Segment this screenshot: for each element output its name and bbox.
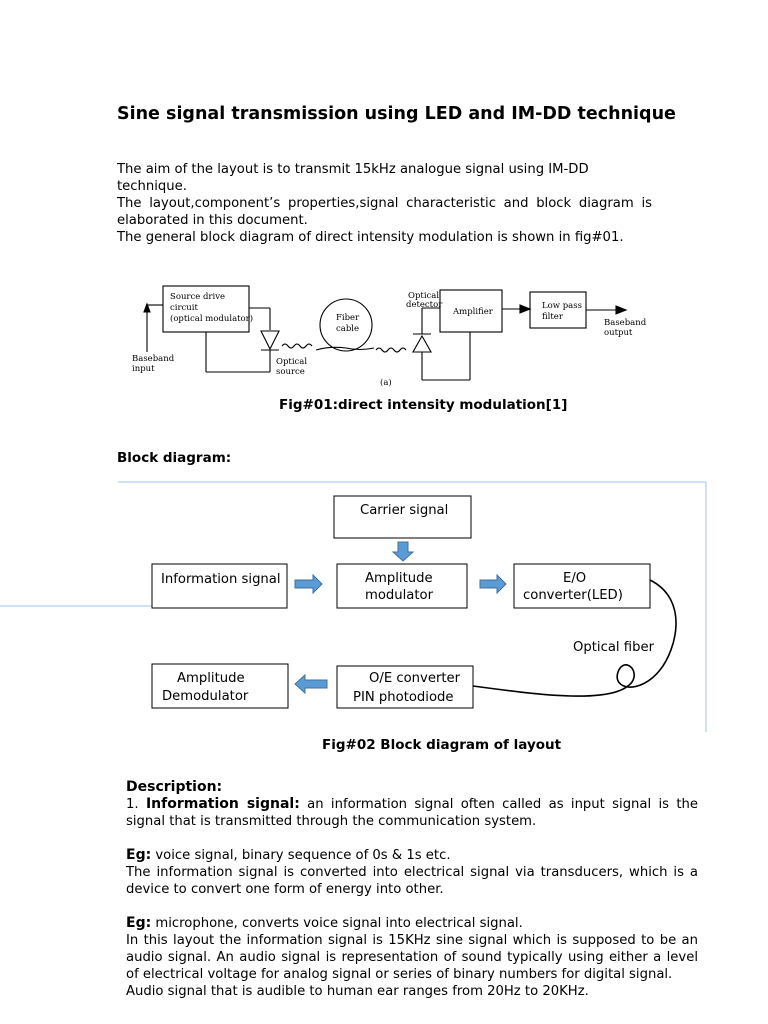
label-information-signal: Information signal	[161, 572, 281, 587]
document-title: Sine signal transmission using LED and I…	[117, 104, 676, 124]
label-baseband-output-1: Baseband	[604, 318, 647, 328]
fig2-diagram: Carrier signal Information signal Amplit…	[0, 481, 707, 732]
intro-line-1: The aim of the layout is to transmit 15k…	[117, 162, 589, 194]
intro-paragraph: The aim of the layout is to transmit 15k…	[117, 161, 652, 246]
example-label: Eg:	[126, 847, 152, 863]
paragraph-audible-range: Audio signal that is audible to human ea…	[126, 984, 589, 999]
intro-line-3: The general block diagram of direct inte…	[117, 230, 624, 245]
label-detector-1: Optical	[408, 291, 439, 301]
fig2-caption: Fig#02 Block diagram of layout	[322, 737, 562, 753]
label-baseband-input-1: Baseband	[132, 354, 175, 364]
example-label: Eg:	[126, 915, 152, 931]
baseband-input-arrow	[143, 302, 151, 313]
led-diode-icon	[260, 330, 280, 351]
item-term: Information signal:	[145, 796, 300, 812]
down-arrow-icon	[391, 541, 415, 562]
intro-line-2: The layout,component’s properties,signal…	[117, 196, 652, 211]
carrier-signal-box	[333, 495, 472, 539]
label-fiber-2: cable	[336, 324, 359, 334]
fig1-diagram: Source drive circuit (optical modulator)…	[132, 285, 647, 388]
intro-line-2-continued: elaborated in this document.	[117, 213, 308, 228]
example-1: Eg: voice signal, binary sequence of 0s …	[126, 847, 698, 864]
label-fiber-1: Fiber	[336, 313, 360, 323]
example-text: microphone, converts voice signal into e…	[151, 916, 523, 931]
photodiode-icon	[412, 334, 432, 353]
label-lpf-2: filter	[542, 312, 564, 322]
oe-converter-box	[336, 665, 474, 709]
amplifier-box	[439, 289, 503, 333]
label-source-drive-3: (optical modulator)	[170, 313, 253, 324]
label-demodulator-2: Demodulator	[162, 689, 249, 704]
right-arrow-icon	[479, 573, 507, 595]
paragraph-audio-signal: In this layout the information signal is…	[126, 933, 698, 982]
label-source-drive-2: circuit	[170, 303, 198, 313]
label-oe-2: PIN photodiode	[353, 690, 454, 705]
fig1-caption: Fig#01:direct intensity modulation[1]	[279, 397, 568, 413]
label-demodulator-1: Amplitude	[177, 671, 245, 686]
label-optical-source-1: Optical	[276, 357, 307, 367]
block-diagram-heading: Block diagram:	[117, 450, 232, 466]
description-item-1: 1. Information signal: an information si…	[126, 796, 698, 830]
label-amplitude-modulator-1: Amplitude	[365, 571, 433, 586]
label-oe-1: O/E converter	[369, 671, 461, 686]
information-signal-box	[151, 563, 288, 609]
description-heading: Description:	[126, 779, 223, 795]
label-source-drive-1: Source drive	[170, 292, 225, 302]
example-2: Eg: microphone, converts voice signal in…	[126, 915, 698, 932]
optical-fiber-curve	[472, 579, 677, 697]
label-baseband-output-2: output	[604, 328, 633, 338]
label-carrier-signal: Carrier signal	[360, 503, 448, 518]
label-sub-a: (a)	[380, 377, 392, 388]
left-arrow-icon	[294, 673, 328, 695]
item-number: 1.	[126, 797, 139, 812]
fiber-coil-icon	[319, 298, 373, 352]
label-detector-2: detector	[406, 300, 443, 310]
label-lpf-1: Low pass	[542, 301, 582, 311]
amplitude-modulator-box	[336, 563, 468, 609]
item-text: an information signal often called as in…	[126, 797, 698, 829]
right-arrow-icon	[294, 573, 323, 595]
label-eo-1: E/O	[563, 571, 586, 586]
label-baseband-input-2: input	[132, 364, 155, 374]
label-amplitude-modulator-2: modulator	[365, 588, 434, 603]
label-optical-source-2: source	[276, 367, 305, 377]
paragraph-transducers: The information signal is converted into…	[126, 865, 698, 897]
description-section: Description: 1. Information signal: an i…	[126, 779, 698, 1000]
example-text: voice signal, binary sequence of 0s & 1s…	[151, 848, 451, 863]
label-optical-fiber: Optical fiber	[573, 640, 655, 655]
label-eo-2: converter(LED)	[523, 588, 623, 603]
eo-converter-box	[513, 563, 651, 609]
label-amplifier: Amplifier	[452, 307, 494, 317]
amplitude-demodulator-box	[151, 663, 289, 709]
